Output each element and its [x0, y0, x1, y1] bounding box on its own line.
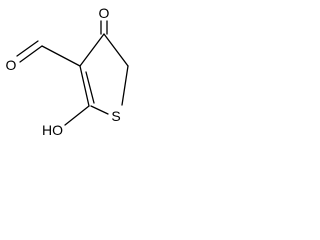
chemical-structure-diagram: O O S HO [6, 5, 129, 138]
bond-s-c2 [90, 105, 109, 115]
bond-c4-c5 [103, 33, 129, 67]
bond-cho-o [19, 45, 43, 63]
bond-c2-c3 [79, 65, 90, 107]
hydroxyl-label: HO [42, 122, 63, 138]
bond-cho-o-double [16, 40, 39, 57]
bond-c2-oh [64, 105, 90, 126]
bond-c5-s [121, 65, 129, 106]
ring-sulfur-label: S [111, 108, 120, 124]
bond-c2-c3-double [85, 71, 95, 104]
aldehyde-oxygen-label: O [6, 57, 17, 73]
bond-c3-cho [41, 45, 81, 67]
bond-c3-c4 [79, 33, 105, 67]
carbonyl-oxygen-label: O [99, 5, 110, 21]
